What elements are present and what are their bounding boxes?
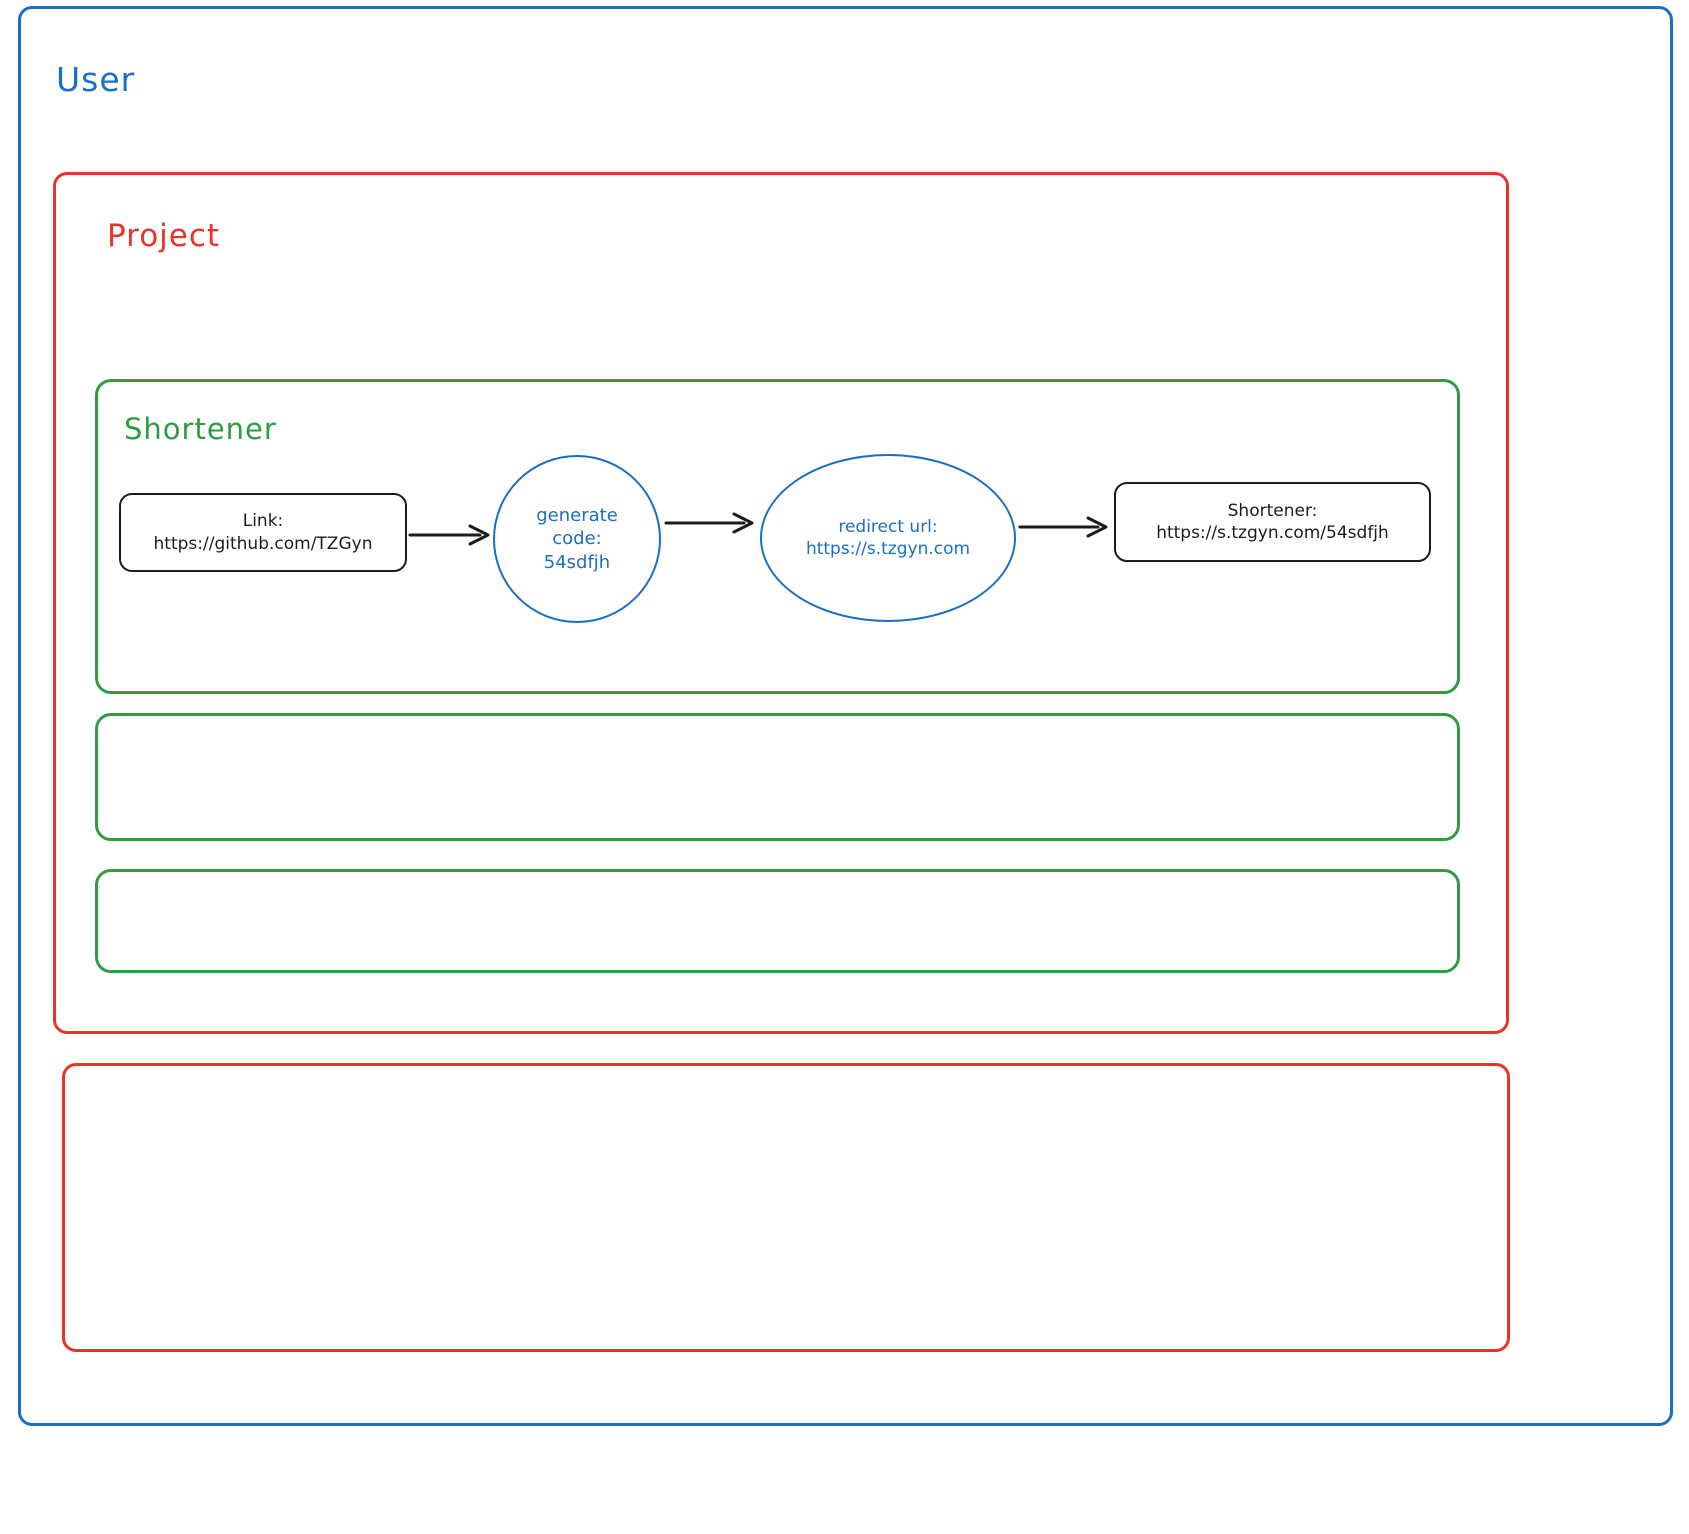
group-user-label: User bbox=[56, 60, 136, 99]
node-generate-code-line-3: 54sdfjh bbox=[543, 551, 611, 573]
node-redirect-url[interactable]: redirect url: https://s.tzgyn.com bbox=[760, 454, 1016, 622]
group-project-label: Project bbox=[107, 218, 221, 254]
node-link-line-1: Link: bbox=[242, 511, 284, 532]
group-shortener-label: Shortener bbox=[124, 412, 277, 446]
node-shortener-output-line-2: https://s.tzgyn.com/54sdfjh bbox=[1156, 523, 1389, 543]
node-generate-code[interactable]: generate code: 54sdfjh bbox=[493, 455, 661, 623]
group-user[interactable] bbox=[18, 6, 1673, 1426]
node-generate-code-line-2: code: bbox=[552, 528, 602, 550]
group-project[interactable] bbox=[53, 172, 1509, 1034]
node-link[interactable]: Link: https://github.com/TZGyn bbox=[119, 493, 407, 572]
node-link-line-2: https://github.com/TZGyn bbox=[153, 533, 373, 554]
node-generate-code-line-1: generate bbox=[536, 504, 618, 526]
group-empty-red-1[interactable] bbox=[62, 1063, 1510, 1352]
node-shortener-output-line-1: Shortener: bbox=[1227, 500, 1318, 521]
node-redirect-url-line-1: redirect url: bbox=[838, 516, 938, 537]
node-redirect-url-line-2: https://s.tzgyn.com bbox=[805, 539, 971, 559]
group-empty-green-1[interactable] bbox=[95, 713, 1460, 841]
group-shortener[interactable] bbox=[95, 379, 1460, 694]
group-empty-green-2[interactable] bbox=[95, 869, 1460, 973]
node-shortener-output[interactable]: Shortener: https://s.tzgyn.com/54sdfjh bbox=[1114, 482, 1431, 562]
